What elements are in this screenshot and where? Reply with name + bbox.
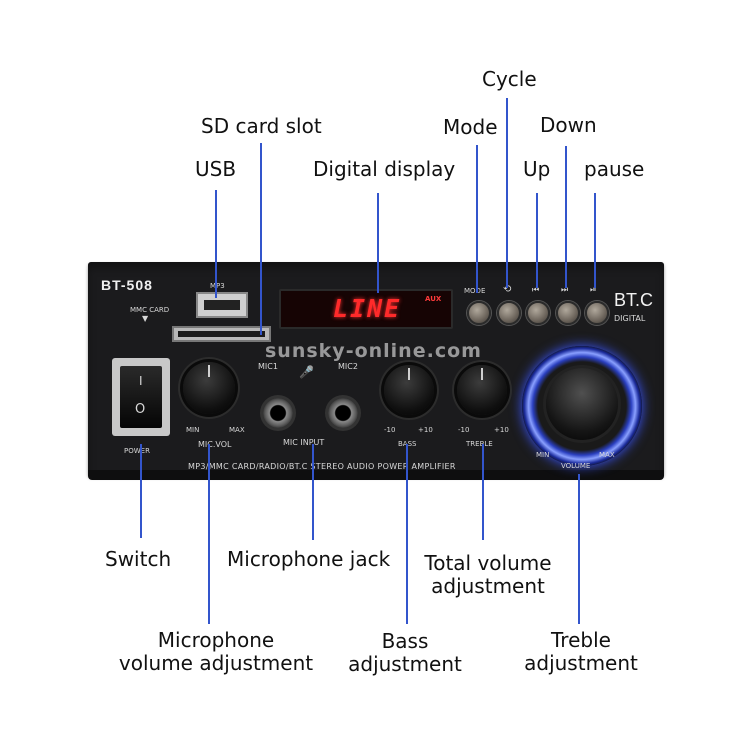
callout-pause: pause xyxy=(584,157,645,181)
previous-icon: ⏮ xyxy=(532,285,540,294)
callout-total-volume-line1: Total volume xyxy=(424,551,552,575)
callout-cycle: Cycle xyxy=(482,67,537,91)
callout-mic-volume: Microphone volume adjustment xyxy=(118,629,314,675)
knob-indicator xyxy=(208,365,210,377)
sd-slot-opening xyxy=(178,331,265,337)
tagline: MP3/MMC CARD/RADIO/BT.C STEREO AUDIO POW… xyxy=(188,462,456,471)
cycle-button[interactable] xyxy=(497,301,521,325)
callout-mode: Mode xyxy=(443,115,498,139)
callout-usb: USB xyxy=(195,157,237,181)
switch-off-mark: O xyxy=(135,402,146,417)
bass-leader-line xyxy=(406,444,408,624)
mic2-jack[interactable] xyxy=(328,398,358,428)
watermark: sunsky-online.com xyxy=(265,340,482,362)
bass-plus: +10 xyxy=(418,426,433,434)
usb-port-opening xyxy=(204,300,240,310)
callout-switch: Switch xyxy=(105,547,172,571)
callout-total-volume-line2: adjustment xyxy=(431,574,545,598)
callout-sd-card-slot: SD card slot xyxy=(201,114,322,138)
volume-label: VOLUME xyxy=(561,462,591,470)
display-text: LINE xyxy=(333,294,402,323)
down-leader-line xyxy=(565,146,567,288)
display-leader-line xyxy=(377,193,379,293)
play-pause-icon: ⏯ xyxy=(590,285,597,294)
callout-microphone-jack: Microphone jack xyxy=(227,547,391,571)
mic-volume-leader-line xyxy=(208,444,210,624)
callout-down: Down xyxy=(540,113,597,137)
down-button[interactable] xyxy=(556,301,580,325)
power-label: POWER xyxy=(124,447,150,455)
switch-leader-line xyxy=(140,444,142,538)
treble-label: TREBLE xyxy=(466,440,493,448)
power-switch[interactable]: I O xyxy=(112,358,170,436)
treble-knob[interactable] xyxy=(457,365,507,415)
knob-indicator xyxy=(481,368,483,380)
callout-treble: Treble adjustment xyxy=(522,629,640,675)
microphone-icon: 🎤 xyxy=(299,365,314,379)
treble-plus: +10 xyxy=(494,426,509,434)
mode-button[interactable] xyxy=(467,301,491,325)
cycle-icon: ⟲ xyxy=(503,284,512,295)
usb-port[interactable] xyxy=(196,292,248,318)
mic2-label: MIC2 xyxy=(338,362,358,371)
mmc-card-label: MMC CARD xyxy=(130,306,170,314)
mic1-label: MIC1 xyxy=(258,362,278,371)
up-leader-line xyxy=(536,193,538,288)
callout-total-volume: Total volume adjustment xyxy=(422,552,554,598)
total-volume-leader-line xyxy=(482,444,484,540)
power-rocker: I O xyxy=(120,366,162,428)
callout-mic-volume-line2: volume adjustment xyxy=(118,651,314,675)
volume-min: MIN xyxy=(536,451,550,459)
sd-leader-line xyxy=(260,143,262,335)
mic-volume-knob[interactable] xyxy=(183,362,235,414)
amplifier-base xyxy=(88,470,664,480)
mic-vol-min: MIN xyxy=(186,426,200,434)
next-icon: ⏭ xyxy=(561,285,569,294)
mic1-jack[interactable] xyxy=(263,398,293,428)
mic-vol-max: MAX xyxy=(229,426,245,434)
sd-card-slot[interactable] xyxy=(172,326,271,342)
callout-treble-line2: adjustment xyxy=(524,651,638,675)
mic-jack-leader-line xyxy=(312,444,314,540)
callout-digital-display: Digital display xyxy=(313,157,456,181)
mode-label: MODE xyxy=(464,287,486,295)
volume-max: MAX xyxy=(599,451,615,459)
mic-input-label: MIC INPUT xyxy=(283,438,325,447)
digital-label: DIGITAL xyxy=(614,314,646,323)
display-aux: AUX xyxy=(425,295,442,303)
mp3-label: MP3 xyxy=(210,282,225,290)
callout-mic-volume-line1: Microphone xyxy=(157,628,275,652)
treble-leader-line xyxy=(578,474,580,624)
up-button[interactable] xyxy=(526,301,550,325)
bt-logo: BT.C xyxy=(614,290,654,310)
bass-knob[interactable] xyxy=(384,365,434,415)
usb-leader-line xyxy=(215,190,217,298)
cycle-leader-line xyxy=(506,98,508,288)
triangle-down-icon: ▼ xyxy=(142,314,149,323)
knob-indicator xyxy=(408,368,410,380)
switch-on-mark: I xyxy=(139,374,143,388)
mic-vol-label: MIC.VOL xyxy=(198,440,232,449)
volume-knob[interactable] xyxy=(546,368,618,440)
callout-bass: Bass adjustment xyxy=(346,630,464,676)
callout-treble-line1: Treble xyxy=(551,628,611,652)
pause-leader-line xyxy=(594,193,596,288)
mode-leader-line xyxy=(476,145,478,293)
callout-up: Up xyxy=(523,157,551,181)
treble-minus: -10 xyxy=(458,426,470,434)
model-label: BT-508 xyxy=(101,277,153,293)
callout-bass-line1: Bass xyxy=(381,629,429,653)
pause-button[interactable] xyxy=(585,301,609,325)
digital-display: LINE AUX xyxy=(279,289,453,329)
bass-minus: -10 xyxy=(384,426,396,434)
callout-bass-line2: adjustment xyxy=(348,652,462,676)
